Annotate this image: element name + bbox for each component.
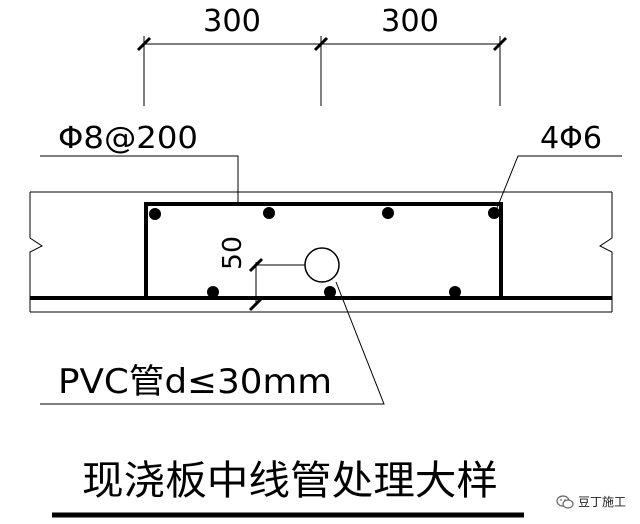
cover-tick-bottom — [248, 296, 264, 312]
label-cover-dim: 50 — [218, 236, 248, 270]
break-line-left — [29, 192, 43, 312]
watermark-text: 豆丁施工 — [577, 495, 626, 509]
rebar-dot — [449, 286, 461, 298]
rebar-dot — [382, 207, 394, 219]
rebar-dot — [324, 286, 336, 298]
watermark: 豆丁施工 — [556, 493, 626, 510]
dim-label-left: 300 — [203, 4, 261, 39]
tick-right — [492, 36, 508, 52]
rebar-dot — [207, 286, 219, 298]
dimension-chain — [136, 36, 508, 106]
tick-middle — [313, 36, 329, 52]
pvc-leader — [40, 281, 385, 405]
rebar-cage — [144, 202, 503, 300]
pvc-pipe — [304, 247, 340, 283]
rebar-dot — [488, 207, 500, 219]
label-corner-bars: 4Φ6 — [540, 121, 602, 156]
rebar-dot — [263, 207, 275, 219]
break-line-right — [599, 192, 613, 312]
label-pvc-pipe: PVC管d≤30mm — [58, 362, 332, 402]
drawing-title: 现浇板中线管处理大样 — [82, 458, 498, 504]
cover-tick-top — [248, 257, 264, 273]
rebar-dots — [149, 207, 500, 298]
pvc-pipe-group — [40, 247, 385, 405]
tick-left — [136, 36, 152, 52]
corner-bar-leader — [496, 155, 622, 209]
label-top-bars: Φ8@200 — [58, 121, 198, 156]
wechat-icon — [556, 494, 574, 509]
rebar-dot — [149, 208, 161, 220]
top-bar-leader — [40, 155, 239, 205]
dim-label-right: 300 — [381, 4, 439, 39]
